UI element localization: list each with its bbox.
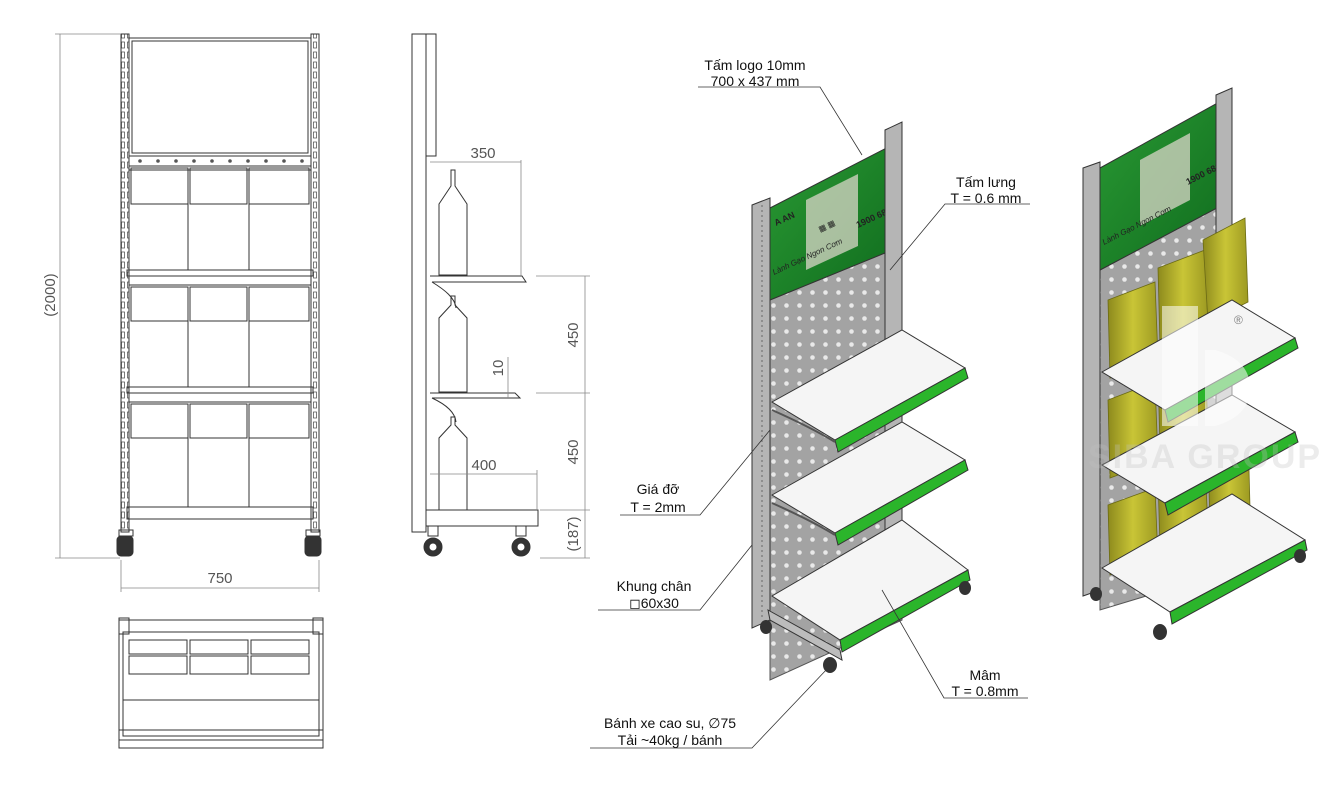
dimension-shelf-gap-2: 450 bbox=[565, 439, 582, 464]
svg-text:T = 2mm: T = 2mm bbox=[630, 499, 685, 515]
siba-watermark: SIBA GROUP ® bbox=[1088, 306, 1322, 476]
callout-tray: Mâm T = 0.8mm bbox=[951, 667, 1018, 699]
dimension-base-height: (187) bbox=[565, 516, 582, 551]
svg-text:◻60x30: ◻60x30 bbox=[629, 595, 679, 611]
dimension-bracket-drop: 10 bbox=[490, 360, 507, 377]
svg-text:Tấm lưng: Tấm lưng bbox=[956, 174, 1016, 190]
iso-shelf-2 bbox=[771, 421, 969, 546]
svg-text:700 x 437 mm: 700 x 437 mm bbox=[711, 73, 800, 89]
side-upright bbox=[411, 33, 427, 533]
callout-back-panel: Tấm lưng T = 0.6 mm bbox=[951, 174, 1022, 206]
front-left-upright bbox=[120, 33, 130, 533]
side-base bbox=[425, 509, 539, 527]
bottle-top bbox=[438, 169, 468, 276]
front-view bbox=[116, 33, 322, 557]
isometric-view-products: 1900 6869 Lành Gạo Ngon Cơm bbox=[1082, 87, 1322, 640]
iso-left-upright bbox=[751, 197, 771, 629]
front-wheel-left bbox=[116, 529, 134, 557]
iso-shelf-1 bbox=[771, 329, 969, 453]
front-logo-panel bbox=[128, 37, 312, 157]
svg-text:Khung chân: Khung chân bbox=[617, 578, 692, 594]
dimension-shelf-depth-top: 350 bbox=[470, 145, 495, 162]
bottle-bottom bbox=[438, 416, 468, 511]
side-shelf-1 bbox=[430, 275, 527, 283]
dimension-shelf-depth-bottom: 400 bbox=[471, 457, 496, 474]
callout-wheel: Bánh xe cao su, ∅75 Tải ~40kg / bánh bbox=[604, 715, 736, 748]
svg-text:T = 0.8mm: T = 0.8mm bbox=[951, 683, 1018, 699]
iso-shelf-3 bbox=[767, 519, 971, 661]
dimension-height-total: (2000) bbox=[42, 273, 59, 316]
isometric-view: ▦ ▦ A AN 1900 6869 Lành Gạo Ngon Cơm bbox=[751, 121, 971, 681]
front-wheel-right bbox=[304, 529, 322, 557]
side-shelf-2 bbox=[430, 392, 522, 399]
side-view bbox=[411, 33, 539, 557]
callout-logo-panel: Tấm logo 10mm 700 x 437 mm bbox=[704, 57, 805, 89]
bottle-middle bbox=[438, 295, 468, 393]
svg-text:Bánh xe cao su, ∅75: Bánh xe cao su, ∅75 bbox=[604, 715, 736, 731]
dimension-width-front: 750 bbox=[207, 570, 232, 587]
svg-text:Giá đỡ: Giá đỡ bbox=[637, 481, 680, 497]
svg-text:Tải ~40kg / bánh: Tải ~40kg / bánh bbox=[618, 732, 723, 748]
top-view bbox=[118, 617, 324, 749]
front-right-upright bbox=[310, 33, 320, 533]
callout-frame: Khung chân ◻60x30 bbox=[617, 578, 692, 611]
svg-text:®: ® bbox=[1234, 313, 1243, 327]
svg-text:Mâm: Mâm bbox=[969, 667, 1000, 683]
callout-bracket: Giá đỡ T = 2mm bbox=[630, 481, 685, 515]
svg-text:T = 0.6 mm: T = 0.6 mm bbox=[951, 190, 1022, 206]
svg-text:Tấm logo 10mm: Tấm logo 10mm bbox=[704, 57, 805, 73]
dimension-shelf-gap-1: 450 bbox=[565, 322, 582, 347]
svg-text:SIBA GROUP: SIBA GROUP bbox=[1088, 438, 1322, 476]
